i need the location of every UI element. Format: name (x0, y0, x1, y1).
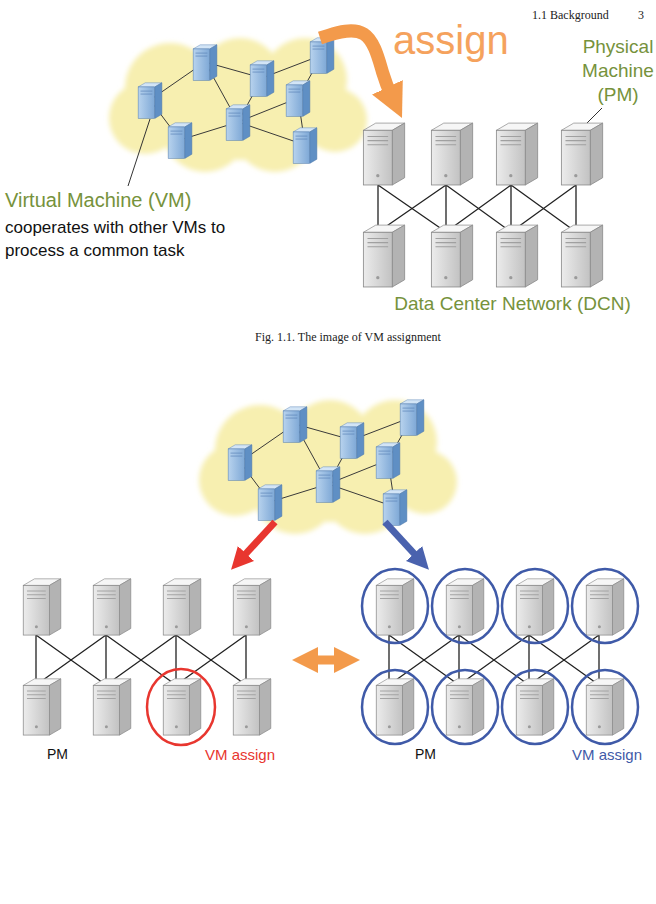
physical-machine (233, 579, 271, 635)
vm-cloud (199, 400, 457, 534)
assign-arrow (240, 522, 275, 560)
physical-machine (23, 679, 61, 735)
assign-label: assign (393, 16, 509, 64)
assign-arrow (320, 31, 393, 100)
physical-machine (496, 123, 537, 185)
section-header: 1.1 Background (532, 8, 609, 22)
data-center-network: PM VM assign (360, 570, 650, 765)
double-arrow (306, 656, 346, 665)
physical-machine (93, 679, 131, 735)
pm-label: PM (47, 746, 68, 763)
physical-machine (23, 579, 61, 635)
physical-machine (163, 579, 201, 635)
assign-circle (147, 669, 215, 745)
callout-note: cooperates with other VMs to process a c… (5, 216, 240, 262)
assign-circles (362, 569, 638, 744)
network-title: Data Center Network (DCN) (375, 292, 650, 315)
physical-machine (561, 225, 602, 287)
physical-machine (516, 679, 554, 735)
physical-machine (496, 225, 537, 287)
physical-machine (431, 225, 472, 287)
data-center-network: PM VM assign (15, 570, 292, 765)
network-links (36, 635, 246, 685)
network-links (378, 185, 576, 232)
data-center-network: Data Center Network (DCN) (355, 118, 630, 318)
physical-machine (363, 123, 404, 185)
vm-assign-label: VM assign (572, 746, 642, 764)
vm-cloud (109, 38, 367, 172)
physical-machine (516, 579, 554, 635)
figure-caption: Fig. 1.1. The image of VM assignment (20, 330, 656, 344)
physical-machine (431, 123, 472, 185)
physical-machine (446, 579, 484, 635)
physical-machine (586, 579, 624, 635)
assign-arrow (385, 522, 420, 560)
physical-machine (561, 123, 602, 185)
callout-title: Virtual Machine (VM) (5, 188, 191, 212)
pm-label: PM (415, 746, 436, 763)
physical-machine (363, 225, 404, 287)
physical-machine (586, 679, 624, 735)
physical-machine (376, 679, 414, 735)
leader-line (128, 119, 150, 186)
physical-machine (93, 579, 131, 635)
physical-machine (446, 679, 484, 735)
pm-callout: Physical Machine (PM) (568, 35, 656, 107)
physical-machine (233, 679, 271, 735)
vm-cloud: Virtual Machine (VM)cooperates with othe… (110, 38, 370, 166)
physical-machine (163, 679, 201, 735)
network-links (389, 635, 599, 685)
physical-machine (376, 579, 414, 635)
vm-assign-label: VM assign (205, 746, 275, 764)
page-number: 3 (638, 8, 644, 22)
